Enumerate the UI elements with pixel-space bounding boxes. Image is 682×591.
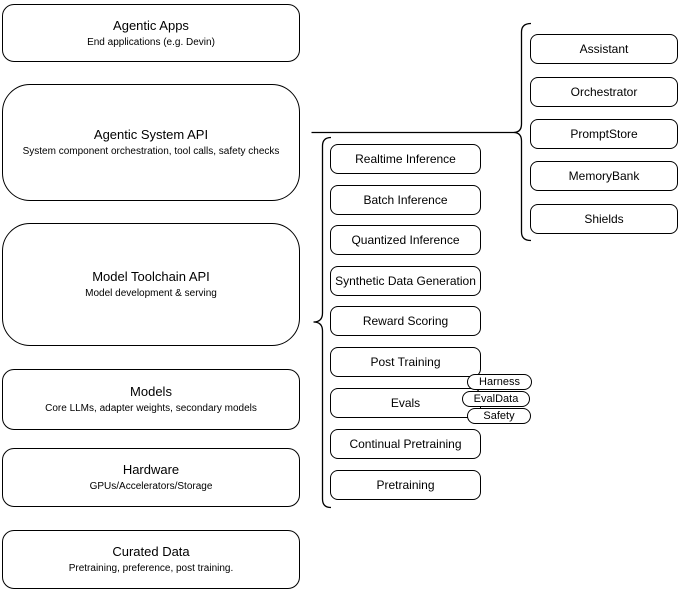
node-title: Curated Data xyxy=(112,544,190,559)
node-assistant: Assistant xyxy=(530,34,678,64)
node-label: Quantized Inference xyxy=(351,233,460,247)
node-memorybank: MemoryBank xyxy=(530,161,678,191)
node-label: Realtime Inference xyxy=(355,152,456,166)
node-models: Models Core LLMs, adapter weights, secon… xyxy=(2,369,300,430)
node-subtitle: Core LLMs, adapter weights, secondary mo… xyxy=(45,403,257,414)
node-label: PromptStore xyxy=(570,127,638,141)
toolchain-brace xyxy=(313,136,332,509)
node-subtitle: Pretraining, preference, post training. xyxy=(68,563,234,574)
tag-label: Safety xyxy=(483,410,515,422)
node-label: Shields xyxy=(584,212,624,226)
tag-harness: Harness xyxy=(467,374,532,390)
node-agentic-system-api: Agentic System API System component orch… xyxy=(2,84,300,201)
node-subtitle: GPUs/Accelerators/Storage xyxy=(89,481,213,492)
components-brace xyxy=(513,22,532,242)
tag-evaldata: EvalData xyxy=(462,391,530,407)
node-reward-scoring: Reward Scoring xyxy=(330,306,481,336)
node-shields: Shields xyxy=(530,204,678,234)
node-title: Model Toolchain API xyxy=(92,269,210,284)
node-subtitle: Model development & serving xyxy=(85,288,217,299)
node-batch-inference: Batch Inference xyxy=(330,185,481,215)
node-label: Synthetic Data Generation xyxy=(335,274,476,288)
node-post-training: Post Training xyxy=(330,347,481,377)
node-subtitle: System component orchestration, tool cal… xyxy=(22,146,280,157)
node-continual-pretraining: Continual Pretraining xyxy=(330,429,481,459)
node-label: MemoryBank xyxy=(568,169,640,183)
node-label: Continual Pretraining xyxy=(349,437,462,451)
node-hardware: Hardware GPUs/Accelerators/Storage xyxy=(2,448,300,507)
node-label: Pretraining xyxy=(376,478,435,492)
node-label: Reward Scoring xyxy=(362,314,449,328)
node-curated-data: Curated Data Pretraining, preference, po… xyxy=(2,530,300,589)
node-label: Evals xyxy=(390,396,421,410)
node-subtitle: End applications (e.g. Devin) xyxy=(87,36,215,48)
node-realtime-inference: Realtime Inference xyxy=(330,144,481,174)
tag-label: EvalData xyxy=(473,393,519,405)
node-synthetic-data-generation: Synthetic Data Generation xyxy=(330,266,481,296)
node-model-toolchain-api: Model Toolchain API Model development & … xyxy=(2,223,300,346)
node-label: Assistant xyxy=(579,42,629,56)
node-title: Models xyxy=(130,384,172,399)
node-label: Post Training xyxy=(370,355,441,369)
node-title: Agentic Apps xyxy=(113,17,189,33)
node-promptstore: PromptStore xyxy=(530,119,678,149)
node-title: Hardware xyxy=(122,462,180,477)
node-pretraining: Pretraining xyxy=(330,470,481,500)
tag-safety: Safety xyxy=(467,408,531,424)
node-label: Orchestrator xyxy=(570,85,638,99)
tag-label: Harness xyxy=(479,376,520,388)
node-title: Agentic System API xyxy=(93,127,209,142)
node-agentic-apps: Agentic Apps End applications (e.g. Devi… xyxy=(2,4,300,62)
node-label: Batch Inference xyxy=(363,193,448,207)
node-quantized-inference: Quantized Inference xyxy=(330,225,481,255)
node-orchestrator: Orchestrator xyxy=(530,77,678,107)
node-evals: Evals xyxy=(330,388,481,418)
